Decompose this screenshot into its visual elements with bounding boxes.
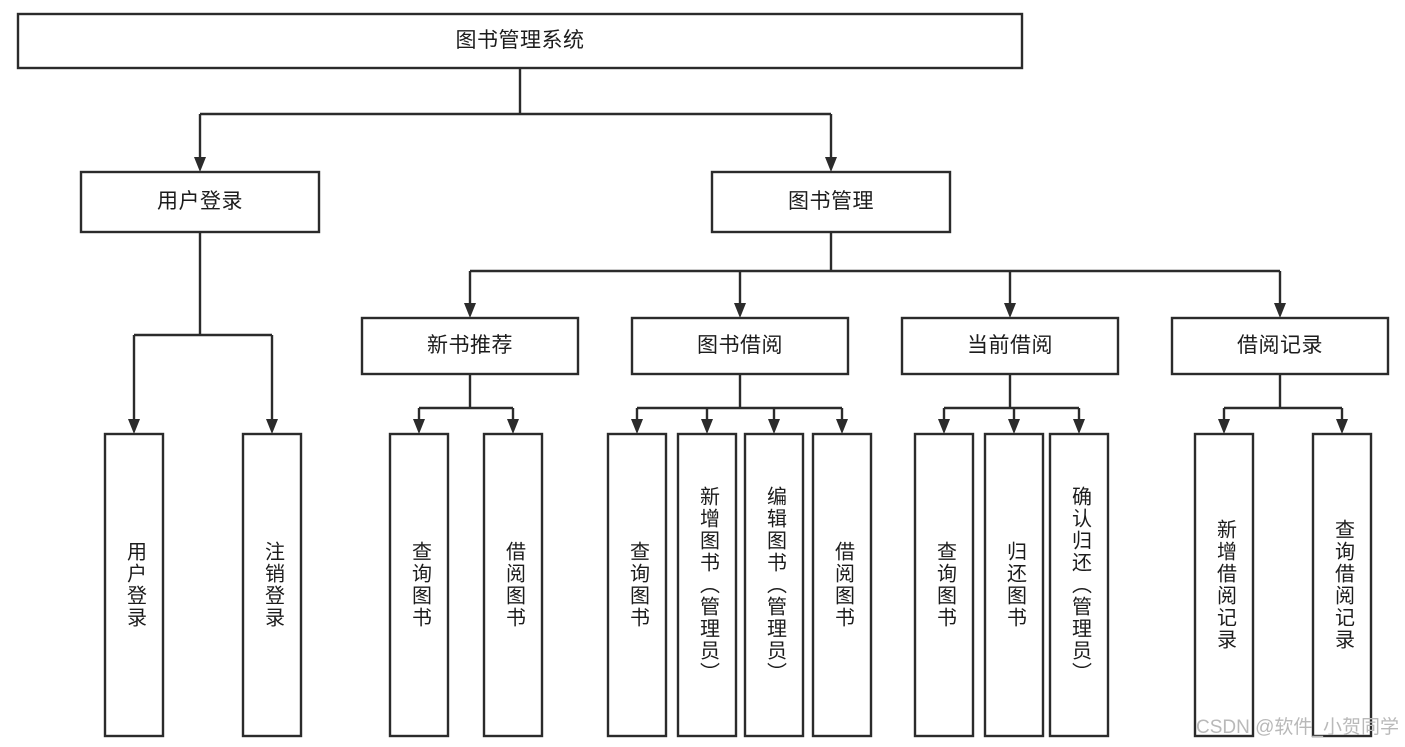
leaf-node-0-box[interactable] (103, 432, 165, 738)
group0-leaf-0-arrowhead (413, 419, 425, 434)
level2-3-arrowhead (1274, 303, 1286, 318)
level2-node-1-box[interactable] (630, 316, 850, 376)
group3-leaf-0-arrowhead (1218, 419, 1230, 434)
nodes-layer (16, 12, 1390, 738)
leaf-node-8-box[interactable] (913, 432, 975, 738)
level2-node-0-box[interactable] (360, 316, 580, 376)
leaf-node-7-box[interactable] (811, 432, 873, 738)
level1-node-0-box[interactable] (79, 170, 321, 234)
level1-node-1-box[interactable] (710, 170, 952, 234)
level2-2-arrowhead (1004, 303, 1016, 318)
edges-layer (128, 68, 1348, 434)
group3-leaf-1-arrowhead (1336, 419, 1348, 434)
level1-0-arrowhead (194, 157, 206, 172)
level2-node-3-box[interactable] (1170, 316, 1390, 376)
leaf-node-9-box[interactable] (983, 432, 1045, 738)
level2-1-arrowhead (734, 303, 746, 318)
group1-leaf-3-arrowhead (836, 419, 848, 434)
leaf-node-12-box[interactable] (1311, 432, 1373, 738)
level1-1-arrowhead (825, 157, 837, 172)
level2-0-arrowhead (464, 303, 476, 318)
group1-leaf-2-arrowhead (768, 419, 780, 434)
login-leaf-1-arrowhead (266, 419, 278, 434)
group0-leaf-1-arrowhead (507, 419, 519, 434)
group1-leaf-1-arrowhead (701, 419, 713, 434)
group2-leaf-2-arrowhead (1073, 419, 1085, 434)
leaf-node-4-box[interactable] (606, 432, 668, 738)
group1-leaf-0-arrowhead (631, 419, 643, 434)
group2-leaf-1-arrowhead (1008, 419, 1020, 434)
leaf-node-3-box[interactable] (482, 432, 544, 738)
leaf-node-11-box[interactable] (1193, 432, 1255, 738)
leaf-node-5-box[interactable] (676, 432, 738, 738)
leaf-node-1-box[interactable] (241, 432, 303, 738)
login-leaf-0-arrowhead (128, 419, 140, 434)
group2-leaf-0-arrowhead (938, 419, 950, 434)
leaf-node-10-box[interactable] (1048, 432, 1110, 738)
level2-node-2-box[interactable] (900, 316, 1120, 376)
root-node-box[interactable] (16, 12, 1024, 70)
leaf-node-6-box[interactable] (743, 432, 805, 738)
leaf-node-2-box[interactable] (388, 432, 450, 738)
